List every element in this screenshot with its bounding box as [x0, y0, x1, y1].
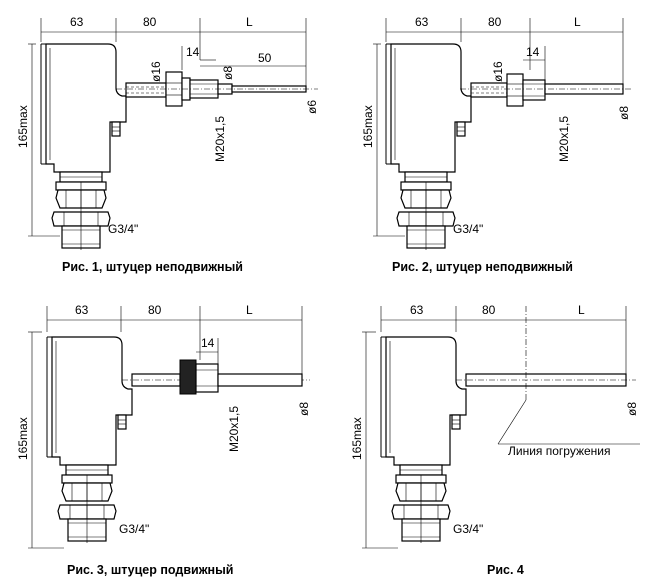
dim-thread: M20x1,5 [557, 116, 571, 162]
dim-L: L [246, 303, 253, 317]
dim-80: 80 [143, 15, 157, 29]
dim-d6: ø6 [305, 100, 319, 114]
caption-fig4: Рис. 4 [487, 563, 524, 577]
dim-165max: 165max [16, 417, 30, 460]
figure-2: 63 80 L 14 ø16 ø8 M20x1,5 165max G3/4" Р… [361, 15, 632, 274]
caption-fig1: Рис. 1, штуцер неподвижный [62, 260, 243, 274]
dim-d16: ø16 [491, 61, 505, 82]
figure-3: 63 80 L 14 ø8 M20x1,5 165max G3/4" Рис. … [16, 303, 311, 577]
dim-80: 80 [148, 303, 162, 317]
dim-g34: G3/4" [119, 522, 149, 536]
dim-L: L [246, 15, 253, 29]
dim-14: 14 [526, 45, 540, 59]
dim-165max: 165max [350, 417, 364, 460]
dim-14: 14 [186, 45, 200, 59]
dim-d16: ø16 [149, 61, 163, 82]
dim-14: 14 [201, 336, 215, 350]
immersion-line-label: Линия погружения [508, 444, 611, 458]
caption-fig2: Рис. 2, штуцер неподвижный [392, 260, 573, 274]
dim-g34: G3/4" [453, 522, 483, 536]
dim-63: 63 [70, 15, 84, 29]
dim-d8: ø8 [617, 106, 631, 120]
dim-50: 50 [258, 51, 272, 65]
dim-165max: 165max [361, 105, 375, 148]
dim-80: 80 [482, 303, 496, 317]
dim-165max: 165max [16, 105, 30, 148]
dim-L: L [574, 15, 581, 29]
dim-d8: ø8 [221, 66, 235, 80]
figure-1: 63 80 L 14 50 ø16 ø8 ø6 M20x1,5 165max G… [16, 15, 319, 274]
dim-g34: G3/4" [108, 222, 138, 236]
figure-4: 63 80 L ø8 Линия погружения 165max G3/4"… [350, 303, 640, 577]
dim-d8: ø8 [625, 402, 639, 416]
dim-63: 63 [410, 303, 424, 317]
dim-thread: M20x1,5 [227, 406, 241, 452]
dim-thread: M20x1,5 [213, 116, 227, 162]
dim-d8: ø8 [297, 402, 311, 416]
dim-g34: G3/4" [453, 222, 483, 236]
dim-80: 80 [488, 15, 502, 29]
dim-L: L [578, 303, 585, 317]
caption-fig3: Рис. 3, штуцер подвижный [67, 563, 233, 577]
dim-63: 63 [415, 15, 429, 29]
dim-63: 63 [75, 303, 89, 317]
